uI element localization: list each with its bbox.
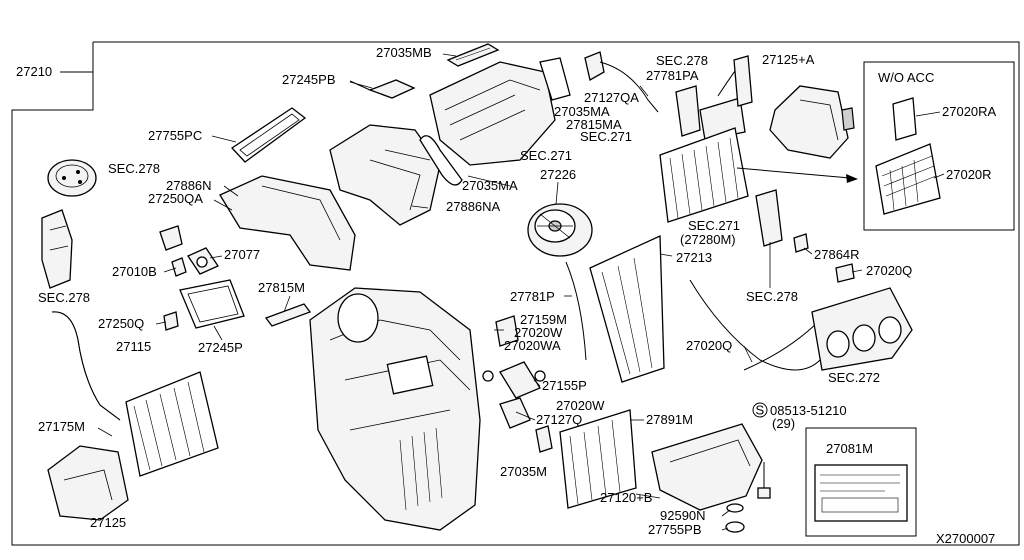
assembly-frame (11, 41, 1020, 546)
sec278-bracket-drawing (41, 209, 73, 289)
label-27127qa: 27127QA (584, 90, 639, 105)
label-27035mb: 27035MB (376, 45, 432, 60)
filter-27020ra-drawing (892, 97, 917, 141)
label-wo-acc: W/O ACC (878, 70, 934, 85)
part-27250q-drawing (163, 311, 179, 331)
label-sec272: SEC.272 (828, 370, 880, 385)
label-sec278-b: SEC.278 (38, 290, 90, 305)
sec278-round-drawing (47, 159, 97, 197)
label-27210: 27210 (16, 64, 52, 79)
label-27781pa: 27781PA (646, 68, 699, 83)
evaporator-drawing (659, 127, 749, 223)
label-27120b: 27120+B (600, 490, 652, 505)
part-27213-drawing (589, 235, 665, 383)
label-27125a: 27125+A (762, 52, 815, 67)
label-27020q-b: 27020Q (686, 338, 732, 353)
control-panel-drawing (811, 287, 913, 371)
label-27035m: 27035M (500, 464, 547, 479)
part-27120b-drawing (559, 409, 637, 509)
label-27020q-a: 27020Q (866, 263, 912, 278)
label-27250qa: 27250QA (148, 191, 203, 206)
heater-unit-drawing (309, 287, 481, 531)
label-27280m: (27280M) (680, 232, 736, 247)
label-27245p: 27245P (198, 340, 243, 355)
label-27035ma-a: 27035MA (554, 104, 610, 119)
part-27891m-drawing (651, 423, 763, 511)
label-sec271-c: SEC.271 (688, 218, 740, 233)
blower-motor-drawing (527, 203, 593, 257)
diagram-code: X2700007 (936, 531, 995, 546)
part-27755pc-drawing (231, 107, 307, 163)
label-27020w-b: 27020W (556, 398, 605, 413)
label-92590n: 92590N (660, 508, 706, 523)
without-acc-inset (863, 61, 1015, 231)
sec278-top-drawing (584, 51, 659, 113)
heater-core-drawing (51, 311, 219, 477)
part-27781p-drawing (565, 261, 587, 361)
label-27010b: 27010B (112, 264, 157, 279)
callout-labels: 27210 27035MB 27245PB 27755PC SEC.278 27… (16, 45, 997, 546)
label-08513-qty: (29) (772, 416, 795, 431)
part-27035mb-drawing (446, 43, 500, 67)
label-sec278-d: SEC.278 (746, 289, 798, 304)
label-27077: 27077 (224, 247, 260, 262)
label-27020wa: 27020WA (504, 338, 561, 353)
part-27815m-drawing (264, 303, 312, 327)
mode-actuator-drawing (482, 315, 546, 429)
screw-symbol: S (756, 403, 765, 418)
caution-label-inset (805, 427, 917, 537)
part-27125-drawing (47, 445, 129, 521)
label-27155p: 27155P (542, 378, 587, 393)
label-27159m: 27159M (520, 312, 567, 327)
label-sec278-c: SEC.278 (656, 53, 708, 68)
part-27245pb-drawing (349, 79, 416, 99)
part-27035ma-gasket-drawing (419, 135, 463, 186)
label-27755pb: 27755PB (648, 522, 702, 537)
label-27020ra: 27020RA (942, 104, 997, 119)
label-27081m: 27081M (826, 441, 873, 456)
label-27250q: 27250Q (98, 316, 144, 331)
part-27035m-drawing (535, 425, 553, 453)
leader-lines (97, 53, 945, 531)
label-08513-51210: 08513-51210 (770, 403, 847, 418)
label-27213: 27213 (676, 250, 712, 265)
label-27886na: 27886NA (446, 199, 501, 214)
part-27245p-drawing (179, 279, 245, 329)
label-27226: 27226 (540, 167, 576, 182)
part-27886na-drawing (329, 124, 441, 226)
label-27815m: 27815M (258, 280, 305, 295)
label-sec271-b: SEC.271 (520, 148, 572, 163)
filter-27020r-drawing (875, 143, 941, 215)
label-27035ma-b: 27035MA (462, 178, 518, 193)
label-08513-group: S 08513-51210 (29) (752, 402, 847, 431)
label-27886n: 27886N (166, 178, 212, 193)
label-27125: 27125 (90, 515, 126, 530)
label-27175m: 27175M (38, 419, 85, 434)
screw-drawing (757, 462, 771, 499)
grommet-drawing (725, 503, 745, 533)
label-27891m: 27891M (646, 412, 693, 427)
right-bracket-drawing (755, 189, 855, 283)
label-27020r: 27020R (946, 167, 992, 182)
label-27815ma: 27815MA (566, 117, 622, 132)
intake-unit-drawing (429, 57, 571, 166)
label-27115: 27115 (116, 339, 151, 354)
part-27886n-drawing (219, 175, 356, 271)
label-27245pb: 27245PB (282, 72, 336, 87)
label-27864r: 27864R (814, 247, 860, 262)
arrow-to-inset (736, 167, 858, 183)
part-27125a-drawing (769, 85, 855, 159)
label-27755pc: 27755PC (148, 128, 202, 143)
label-27127q: 27127Q (536, 412, 582, 427)
label-sec271-a: SEC.271 (580, 129, 632, 144)
label-27781p: 27781P (510, 289, 555, 304)
actuator-27077-drawing (187, 247, 219, 275)
part-27250qa-drawing (159, 225, 183, 251)
label-sec278-a: SEC.278 (108, 161, 160, 176)
label-27020w-a: 27020W (514, 325, 563, 340)
part-27010b-drawing (171, 257, 187, 277)
